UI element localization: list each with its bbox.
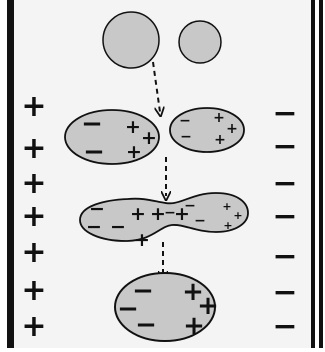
plus-sign-icon: + bbox=[130, 203, 146, 225]
plus-sign-icon: + bbox=[21, 309, 46, 344]
plus-sign-icon: + bbox=[213, 110, 225, 126]
plus-sign-icon: + bbox=[226, 121, 238, 137]
plus-sign-icon: + bbox=[21, 273, 46, 308]
merged-drop-charges: − − − + + + − + − − + + + bbox=[86, 198, 243, 251]
minus-sign-icon: − bbox=[83, 137, 105, 167]
minus-sign-icon: − bbox=[272, 199, 297, 234]
minus-sign-icon: − bbox=[135, 310, 157, 340]
plus-sign-icon: + bbox=[222, 200, 231, 213]
minus-sign-icon: − bbox=[179, 113, 191, 129]
minus-sign-icon: − bbox=[110, 216, 126, 238]
minus-sign-icon: − bbox=[272, 129, 297, 164]
plus-sign-icon: + bbox=[126, 141, 142, 163]
drop-b-charges: − − + + + bbox=[179, 110, 238, 148]
right-plate-outer bbox=[319, 0, 323, 348]
plus-sign-icon: + bbox=[214, 132, 226, 148]
minus-sign-icon: − bbox=[272, 239, 297, 274]
drop-a-charges: − − + + + bbox=[81, 109, 157, 167]
neutral-droplet-large bbox=[102, 11, 160, 69]
left-margin bbox=[0, 0, 8, 348]
right-plate-charges: − − − − − − − bbox=[272, 96, 297, 344]
minus-sign-icon: − bbox=[117, 294, 139, 324]
plus-sign-icon: + bbox=[150, 203, 166, 225]
minus-sign-icon: − bbox=[180, 129, 192, 145]
plus-sign-icon: + bbox=[223, 219, 232, 232]
plus-sign-icon: + bbox=[197, 291, 219, 321]
plus-sign-icon: + bbox=[21, 235, 46, 270]
plus-sign-icon: + bbox=[21, 131, 46, 166]
minus-sign-icon: − bbox=[164, 205, 176, 221]
right-plate bbox=[311, 0, 315, 348]
minus-sign-icon: − bbox=[272, 96, 297, 131]
plus-sign-icon: + bbox=[125, 116, 141, 138]
plus-sign-icon: + bbox=[174, 203, 190, 225]
merging-droplet bbox=[79, 192, 249, 242]
minus-sign-icon: − bbox=[89, 198, 105, 220]
minus-sign-icon: − bbox=[81, 109, 103, 139]
final-drop-charges: − − − + + + bbox=[117, 276, 219, 341]
coalesced-droplet bbox=[114, 272, 216, 342]
polarized-droplet-left bbox=[64, 109, 160, 165]
plus-sign-icon: + bbox=[141, 127, 157, 149]
minus-sign-icon: − bbox=[86, 216, 102, 238]
minus-sign-icon: − bbox=[272, 166, 297, 201]
minus-sign-icon: − bbox=[184, 198, 196, 214]
minus-sign-icon: − bbox=[132, 276, 154, 306]
minus-sign-icon: − bbox=[194, 213, 206, 229]
polarized-droplet-right bbox=[169, 107, 245, 153]
plus-sign-icon: + bbox=[182, 277, 204, 307]
minus-sign-icon: − bbox=[272, 309, 297, 344]
minus-sign-icon: − bbox=[272, 275, 297, 310]
left-plate bbox=[7, 0, 14, 348]
plus-sign-icon: + bbox=[134, 229, 150, 251]
plus-sign-icon: + bbox=[233, 209, 242, 222]
plus-sign-icon: + bbox=[21, 166, 46, 201]
plus-sign-icon: + bbox=[21, 199, 46, 234]
left-plate-charges: + + + + + + + bbox=[21, 89, 46, 344]
plus-sign-icon: + bbox=[183, 311, 205, 341]
neutral-droplet-small bbox=[178, 20, 222, 64]
plus-sign-icon: + bbox=[21, 89, 46, 124]
